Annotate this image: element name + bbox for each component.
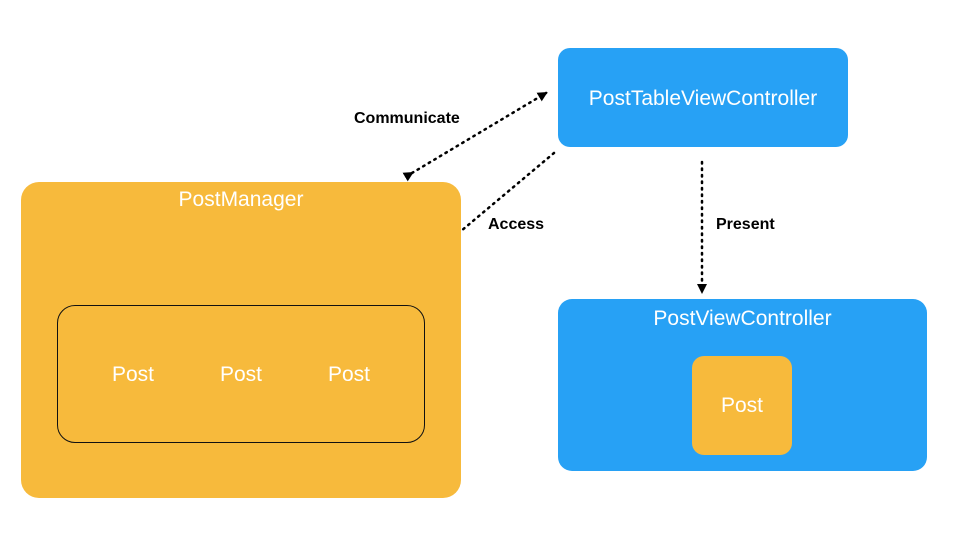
post-table-view-controller-title: PostTableViewController xyxy=(588,87,818,110)
edge-label-communicate: Communicate xyxy=(354,110,460,127)
post-view-controller-node: PostViewController Post xyxy=(558,299,927,471)
post-manager-node: PostManager Post Post Post xyxy=(21,182,461,498)
post-item: Post xyxy=(111,363,155,386)
edge-label-access: Access xyxy=(488,216,545,233)
post-view-controller-title: PostViewController xyxy=(653,307,832,330)
post-view-controller-post: Post xyxy=(692,356,792,455)
edge-label-present: Present xyxy=(716,216,775,233)
post-item: Post xyxy=(219,363,263,386)
post-table-view-controller-node: PostTableViewController xyxy=(558,48,848,147)
post-item: Post xyxy=(327,363,371,386)
post-collection: Post Post Post xyxy=(57,305,425,443)
edge-communicate xyxy=(402,91,548,182)
post-manager-title: PostManager xyxy=(178,188,304,211)
post-item: Post xyxy=(720,394,764,417)
